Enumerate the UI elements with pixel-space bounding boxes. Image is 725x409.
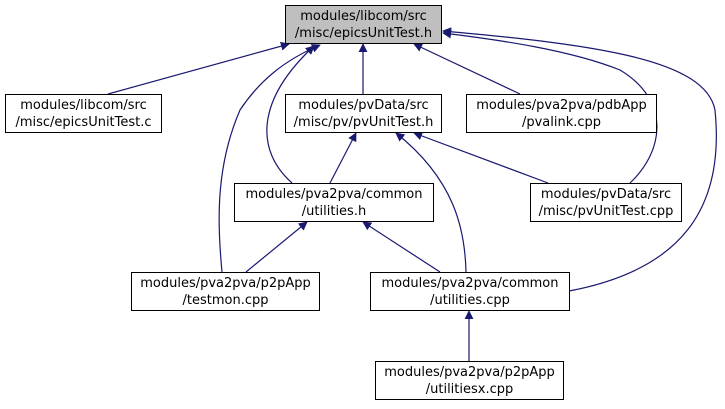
node-label-line: modules/pva2pva/p2pApp xyxy=(384,365,555,380)
nodes-layer: modules/libcom/src/misc/epicsUnitTest.hm… xyxy=(5,5,682,400)
node-label-line: /utilities.h xyxy=(302,204,366,219)
node-box xyxy=(466,94,657,133)
node-label-line: modules/pva2pva/pdbApp xyxy=(476,98,647,113)
edge-pvUnitTest_cpp-to-root xyxy=(442,29,658,184)
node-box xyxy=(234,183,434,222)
edge-pvalink_cpp-to-root xyxy=(413,43,521,95)
node-label-line: /utilities.cpp xyxy=(430,293,510,308)
node-box xyxy=(530,183,682,222)
node-testmon_cpp[interactable]: modules/pva2pva/p2pApp/testmon.cpp xyxy=(131,272,320,311)
node-pvUnitTest_cpp[interactable]: modules/pvData/src/misc/pvUnitTest.cpp xyxy=(530,183,682,222)
node-utilities_h[interactable]: modules/pva2pva/common/utilities.h xyxy=(234,183,434,222)
edge-testmon_cpp-to-utilities_h xyxy=(245,221,308,273)
node-label-line: modules/libcom/src xyxy=(300,9,426,24)
node-label-line: /utilitiesx.cpp xyxy=(426,382,514,397)
node-label-line: modules/pvData/src xyxy=(541,187,671,202)
node-label-line: modules/pva2pva/common xyxy=(246,187,423,202)
node-root: modules/libcom/src/misc/epicsUnitTest.h xyxy=(285,5,442,44)
edge-utilities_h-to-pvUnitTest_h xyxy=(329,132,357,184)
node-utilities_cpp[interactable]: modules/pva2pva/common/utilities.cpp xyxy=(370,272,570,311)
node-label-line: /misc/pv/pvUnitTest.h xyxy=(294,115,434,130)
edge-utilities_h-to-root xyxy=(266,45,315,184)
node-label-line: modules/pva2pva/common xyxy=(382,276,559,291)
node-label-line: /pvalink.cpp xyxy=(522,115,601,130)
edge-utilities_cpp-to-pvUnitTest_h xyxy=(395,132,467,273)
edge-testmon_cpp-to-root xyxy=(218,44,321,273)
node-label-line: /misc/epicsUnitTest.c xyxy=(15,115,151,130)
node-pvalink_cpp[interactable]: modules/pva2pva/pdbApp/pvalink.cpp xyxy=(466,94,657,133)
node-pvUnitTest_h[interactable]: modules/pvData/src/misc/pv/pvUnitTest.h xyxy=(285,94,442,133)
edge-epicsUnitTest_c-to-root xyxy=(107,41,290,95)
node-label-line: modules/libcom/src xyxy=(20,98,146,113)
edge-utilities_cpp-to-utilities_h xyxy=(362,221,441,273)
node-box xyxy=(285,94,442,133)
node-box xyxy=(131,272,320,311)
node-label-line: modules/pvData/src xyxy=(298,98,428,113)
node-label-line: modules/pva2pva/p2pApp xyxy=(140,276,311,291)
node-box xyxy=(5,94,162,133)
node-box xyxy=(370,272,570,311)
node-box xyxy=(375,361,564,400)
node-label-line: /misc/pvUnitTest.cpp xyxy=(539,204,674,219)
node-label-line: /misc/epicsUnitTest.h xyxy=(295,26,432,41)
node-epicsUnitTest_c[interactable]: modules/libcom/src/misc/epicsUnitTest.c xyxy=(5,94,162,133)
node-label-line: /testmon.cpp xyxy=(183,293,269,308)
node-utilitiesx_cpp[interactable]: modules/pva2pva/p2pApp/utilitiesx.cpp xyxy=(375,361,564,400)
edge-utilities_cpp-to-root xyxy=(442,27,717,292)
node-box xyxy=(285,5,442,44)
edge-pvUnitTest_cpp-to-pvUnitTest_h xyxy=(413,131,549,184)
edges-layer xyxy=(107,27,717,361)
